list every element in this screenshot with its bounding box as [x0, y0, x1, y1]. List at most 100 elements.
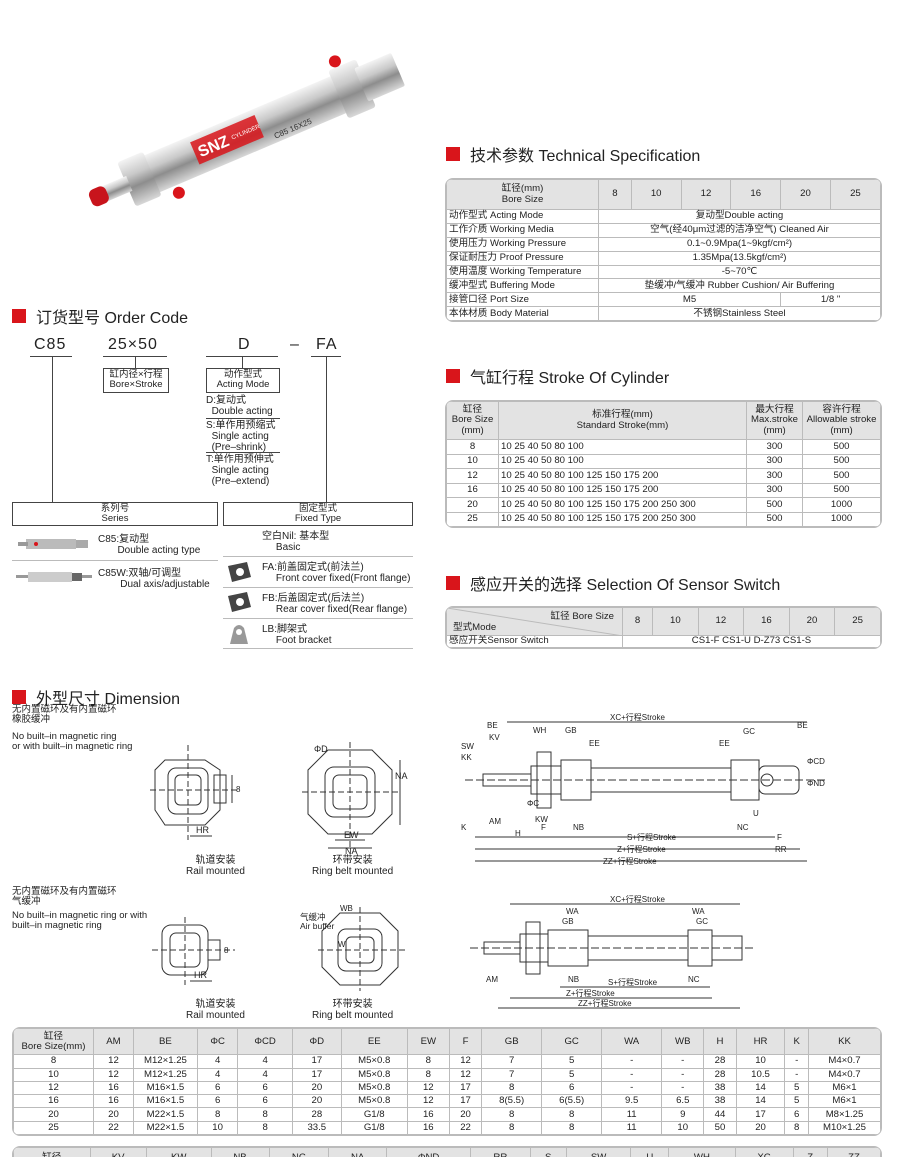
- fix-lb: LB:脚架式 Foot bracket: [262, 624, 332, 646]
- table-cell: M12×1.25: [132, 1054, 198, 1069]
- act-item-d: D:复动式 Double acting: [206, 395, 273, 417]
- table-cell: M5×0.8: [340, 1054, 408, 1069]
- table-cell: 12: [406, 1080, 450, 1096]
- table-header-cell: XC: [734, 1147, 794, 1157]
- table-header-cell: RR: [470, 1147, 531, 1157]
- table-cell: 17: [735, 1107, 786, 1122]
- svg-text:XC+行程Stroke: XC+行程Stroke: [610, 712, 665, 722]
- table-cell: 8: [541, 1120, 603, 1135]
- table-cell: -: [784, 1054, 809, 1069]
- table-cell: M5×0.8: [340, 1067, 408, 1082]
- table-cell: 28: [703, 1067, 737, 1082]
- table-cell: 7: [481, 1054, 543, 1069]
- svg-text:NA: NA: [345, 846, 358, 855]
- svg-text:HR: HR: [196, 825, 209, 835]
- svg-text:BE: BE: [487, 721, 498, 730]
- table-header-cell: Z: [792, 1147, 828, 1157]
- table-cell: 38: [703, 1080, 737, 1096]
- table-cell: 17: [448, 1080, 483, 1096]
- table-cell: M4×0.7: [808, 1067, 881, 1082]
- act-item-t: T:单作用预伸式 Single acting (Pre–extend): [206, 454, 274, 487]
- svg-text:NC: NC: [688, 975, 700, 984]
- svg-text:S+行程Stroke: S+行程Stroke: [627, 832, 677, 842]
- table-cell: -: [601, 1080, 663, 1096]
- table-cell: 4: [196, 1067, 239, 1082]
- belt-view-2: WB W: [318, 904, 408, 995]
- table-cell: -: [661, 1067, 705, 1082]
- table-cell: 38: [703, 1094, 737, 1109]
- dim-note1-cn: 无内置磁环及有内置磁环 橡胶缓冲: [12, 704, 117, 725]
- table-cell: M16×1.5: [132, 1094, 198, 1109]
- table-cell: G1/8: [340, 1107, 408, 1122]
- table-header-cell: ZZ: [826, 1147, 881, 1157]
- table-cell: 20: [13, 1107, 94, 1122]
- order-d: D: [238, 336, 251, 353]
- table-header-cell: 缸径: [13, 1147, 91, 1157]
- order-c85: C85: [34, 336, 67, 353]
- dim-table-2: 缸径KVKWNBNCNAΦNDRRSSWUWHXCZZZ: [12, 1146, 882, 1157]
- dim-note2-cn: 无内置磁环及有内置磁环 气缓冲: [12, 886, 117, 907]
- svg-text:ΦND: ΦND: [807, 779, 825, 788]
- table-cell: 4: [237, 1054, 293, 1069]
- product-photo: SNZ CYLINDER C85 16X25: [70, 40, 430, 220]
- table-cell: M22×1.5: [132, 1120, 198, 1135]
- svg-text:AM: AM: [486, 975, 498, 984]
- svg-text:F: F: [541, 823, 546, 832]
- table-cell: -: [661, 1054, 705, 1069]
- table-cell: 10.5: [735, 1067, 786, 1082]
- svg-text:NB: NB: [573, 823, 584, 832]
- table-cell: M8×1.25: [808, 1107, 881, 1122]
- svg-text:WA: WA: [566, 907, 579, 916]
- table-header-cell: KV: [89, 1147, 147, 1157]
- table-cell: 8: [784, 1120, 809, 1135]
- rear-flange-icon: [225, 590, 253, 614]
- table-cell: 50: [703, 1120, 737, 1135]
- svg-text:EW: EW: [344, 830, 359, 840]
- table-cell: M6×1: [808, 1094, 881, 1109]
- order-title: 订货型号 Order Code: [12, 304, 188, 328]
- svg-text:HR: HR: [194, 970, 207, 980]
- table-cell: 10: [661, 1120, 705, 1135]
- svg-text:Z+行程Stroke: Z+行程Stroke: [617, 844, 666, 854]
- table-header-cell: KW: [145, 1147, 212, 1157]
- table-cell: 28: [703, 1054, 737, 1069]
- svg-text:ZZ+行程Stroke: ZZ+行程Stroke: [578, 998, 632, 1008]
- table-cell: 16: [93, 1080, 134, 1096]
- order-bxs: 25×50: [108, 336, 158, 353]
- front-flange-icon: [225, 560, 253, 584]
- table-cell: M16×1.5: [132, 1080, 198, 1096]
- rail-view-1: 8 HR: [150, 740, 260, 850]
- table-cell: 12: [448, 1054, 483, 1069]
- table-cell: 8: [406, 1067, 450, 1082]
- table-header-cell: WH: [668, 1147, 736, 1157]
- table-cell: 20: [448, 1107, 483, 1122]
- table-cell: 10: [196, 1120, 239, 1135]
- series-c85-icon: [14, 534, 94, 554]
- table-cell: 5: [784, 1080, 809, 1096]
- table-cell: 6.5: [661, 1094, 705, 1109]
- table-cell: 12: [93, 1054, 134, 1069]
- svg-text:RR: RR: [775, 845, 787, 854]
- table-cell: 8: [481, 1080, 543, 1096]
- table-cell: 8: [481, 1107, 543, 1122]
- dim-title: 外型尺寸 Dimension: [12, 685, 180, 709]
- table-cell: 6(5.5): [541, 1094, 603, 1109]
- table-header-cell: U: [630, 1147, 670, 1157]
- svg-text:8: 8: [236, 785, 241, 794]
- series-c85w: C85W:双轴/可调型 Dual axis/adjustable: [98, 568, 210, 590]
- table-header-cell: NA: [328, 1147, 388, 1157]
- svg-text:GB: GB: [562, 917, 574, 926]
- side-view-2: XC+行程Stroke WA GB WA GC AM NB NC S+行程Str…: [470, 892, 770, 1012]
- table-cell: 44: [703, 1107, 737, 1122]
- table-cell: 4: [237, 1067, 293, 1082]
